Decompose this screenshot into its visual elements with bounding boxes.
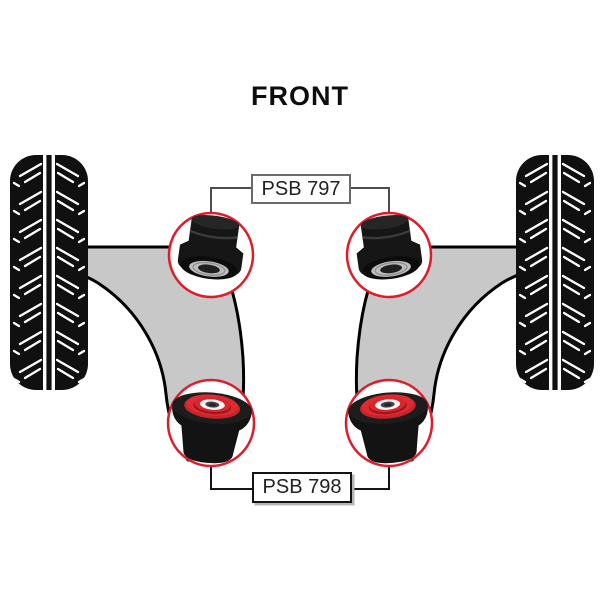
connector-bottom-left-line [210,464,252,490]
connector-top-right-line [351,187,390,214]
page-title: FRONT [251,81,349,111]
connector-top-left-line [210,187,251,214]
label-psb-798-text: PSB 798 [262,476,342,498]
left-tire-icon [10,155,88,390]
right-tire-icon [516,155,594,390]
label-psb-797-text: PSB 797 [261,177,341,200]
connector-bottom-right-line [351,464,390,490]
label-psb-797: PSB 797 [251,174,351,204]
label-psb-798: PSB 798 [252,472,352,503]
